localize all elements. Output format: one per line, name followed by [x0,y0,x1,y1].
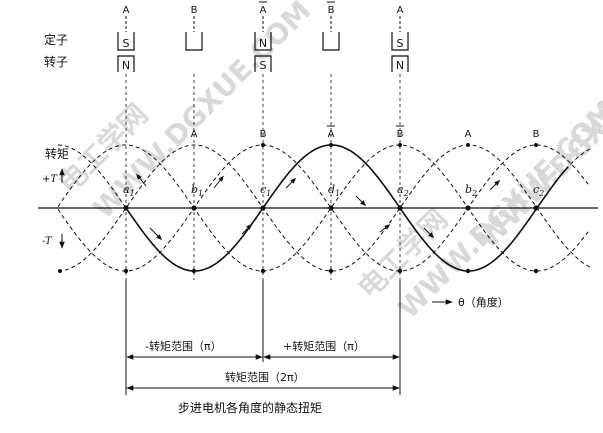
point-label: a2 [397,183,409,198]
point-subscript: 2 [403,189,409,198]
minus-t-label: -T [42,236,53,247]
stator-pole-letter: S [397,37,404,50]
neg-range-label: -转矩范围（π） [145,339,222,353]
curve-direction-arrow [379,224,391,233]
point-label: c2 [533,183,544,198]
curve-label: A [191,129,198,140]
trough-dot [397,268,403,274]
curve-label: B [533,129,540,140]
stator-phase-label: A [260,5,267,16]
point-label: c1 [260,183,271,198]
stator-pole [117,32,135,51]
trough-dot [328,268,334,274]
curve-direction-arrow [355,195,367,207]
stator-pole [322,32,340,51]
point-label: b2 [465,183,477,198]
point-subscript: 1 [266,189,271,198]
zero-crossing-dot [260,205,266,211]
point-subscript: 2 [471,189,477,198]
peak-dot [261,143,265,147]
stator-pole-letter: N [259,37,267,50]
theta-label: θ（角度） [458,295,509,309]
phase-curve [57,144,591,272]
point-subscript: 1 [130,189,135,198]
plus-t-label: +T [42,174,58,185]
full-range-label: 转矩范围（2π） [225,370,305,384]
curve-direction-arrow [213,175,224,189]
stator-pole-letter: S [123,37,130,50]
zero-crossing-dot [533,205,539,211]
point-subscript: 1 [198,189,203,198]
point-label: d1 [328,183,340,198]
curve-direction-arrow [241,223,253,235]
caption: 步进电机各角度的静态扭矩 [178,400,322,415]
stator-pole [254,32,272,51]
torque-axis-label: 转矩 [45,146,69,161]
trough-dot [260,268,266,274]
zero-crossing-dot [328,205,334,211]
rotor-tooth [254,55,272,72]
point-subscript: 2 [538,189,544,198]
zero-crossing-dot [123,205,129,211]
point-label: b1 [191,183,203,198]
curve-direction-arrow [423,227,435,239]
curve-label: A [465,129,472,140]
stator-phase-label: A [123,5,130,16]
stator-phase-label: B [191,5,198,16]
curve-label: B [260,129,267,140]
peak-dot [398,143,402,147]
curve-direction-arrow [149,227,163,241]
rotor-letter: N [396,59,404,72]
rotor-letter: S [260,59,267,72]
stator-phase-label: B [328,5,335,16]
peak-dot [534,143,538,147]
curve-direction-arrow [285,177,297,189]
zero-crossing-dot [397,205,403,211]
trough-dot [123,268,129,274]
stator-label: 定子 [44,32,68,47]
rotor-label: 转子 [44,54,68,69]
peak-dot [466,143,470,147]
point-subscript: 1 [335,189,340,198]
rotor-letter: N [122,59,130,72]
stator-pole [185,32,203,51]
pos-range-label: +转矩范围（π） [283,339,365,353]
stator-phase-label: A [397,5,404,16]
stator-pole [391,32,409,51]
trough-dot [533,268,539,274]
trough-dot [465,268,471,274]
rotor-tooth [391,55,409,72]
point-labels: a1 b1 c1 d1 a2 b2 c2 [123,183,544,198]
zero-crossing-dot [191,205,197,211]
trough-dot [58,269,62,273]
rotor-tooth [117,55,135,72]
peak-dot [329,143,333,147]
active-torque-curve [125,144,569,272]
curve-label: A [328,129,335,140]
torque-curves [57,143,591,274]
phase-curve [57,144,591,272]
curve-direction-arrow [489,179,501,191]
curve-direction-arrow [136,173,147,187]
point-label: a1 [123,183,135,198]
zero-crossing-dot [465,205,471,211]
guide-lines [125,74,401,280]
curve-label: B [397,129,404,140]
trough-dot [191,268,197,274]
